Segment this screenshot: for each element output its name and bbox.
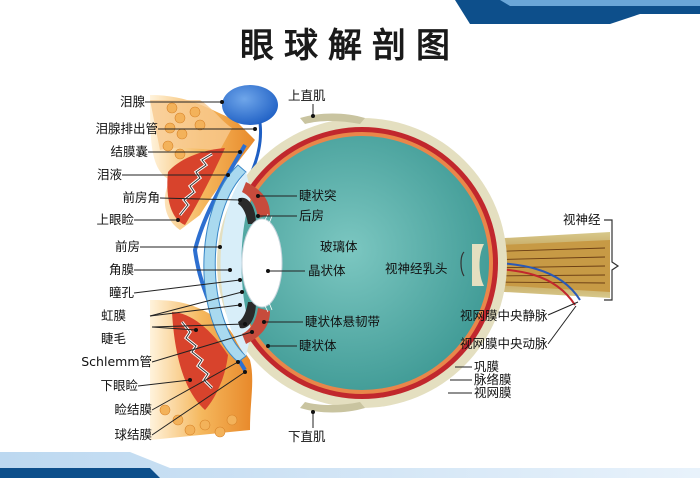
label-palpebral-conjunctiva: 睑结膜	[114, 402, 152, 417]
lacrimal-gland	[222, 85, 278, 125]
anterior-segment	[203, 164, 283, 363]
label-anterior-chamber: 前房	[114, 239, 140, 254]
optic-nerve-bracket	[604, 219, 620, 301]
leader-lines	[122, 101, 579, 436]
label-cornea: 角膜	[108, 262, 134, 277]
label-conjunctival-sac: 结膜囊	[110, 144, 148, 159]
eyeball	[217, 118, 507, 408]
label-pupil: 瞳孔	[108, 285, 134, 300]
label-optic-disc: 视神经乳头	[385, 261, 448, 276]
label-zonule: 睫状体悬韧带	[305, 314, 381, 329]
label-lacrimal-duct: 泪腺排出管	[95, 121, 158, 136]
label-central-retinal-vein: 视网膜中央静脉	[460, 308, 548, 323]
label-anterior-chamber-angle: 前房角	[122, 190, 160, 205]
label-lens: 晶状体	[308, 263, 346, 278]
label-lower-eyelid: 下眼睑	[100, 378, 138, 393]
label-optic-nerve: 视神经	[563, 212, 601, 227]
superior-rectus-muscle	[300, 113, 365, 124]
lens-shape	[241, 218, 283, 308]
label-bulbar-conjunctiva: 球结膜	[114, 427, 152, 442]
label-sclera: 巩膜	[474, 359, 500, 374]
diagram-title: 眼球解剖图	[240, 26, 460, 66]
label-schlemm-canal: Schlemm管	[81, 354, 152, 369]
footer-decoration	[0, 452, 700, 478]
label-lacrimal-gland: 泪腺	[119, 94, 145, 109]
label-eyelash: 睫毛	[100, 331, 126, 346]
label-ciliary-process: 睫状突	[299, 188, 337, 203]
label-choroid: 脉络膜	[474, 372, 512, 387]
label-posterior-chamber: 后房	[299, 208, 325, 223]
label-inferior-rectus: 下直肌	[288, 429, 326, 444]
label-central-retinal-artery: 视网膜中央动脉	[460, 336, 548, 351]
label-ciliary-body: 睫状体	[299, 338, 337, 353]
label-iris: 虹膜	[100, 308, 126, 323]
label-vitreous-body: 玻璃体	[320, 239, 358, 254]
label-superior-rectus: 上直肌	[288, 88, 326, 103]
header-decoration	[455, 0, 700, 24]
leader-dots	[176, 100, 315, 414]
label-upper-eyelid: 上眼睑	[96, 212, 134, 227]
inferior-rectus-muscle	[300, 402, 365, 413]
label-retina: 视网膜	[474, 385, 512, 400]
label-tears: 泪液	[96, 167, 122, 182]
